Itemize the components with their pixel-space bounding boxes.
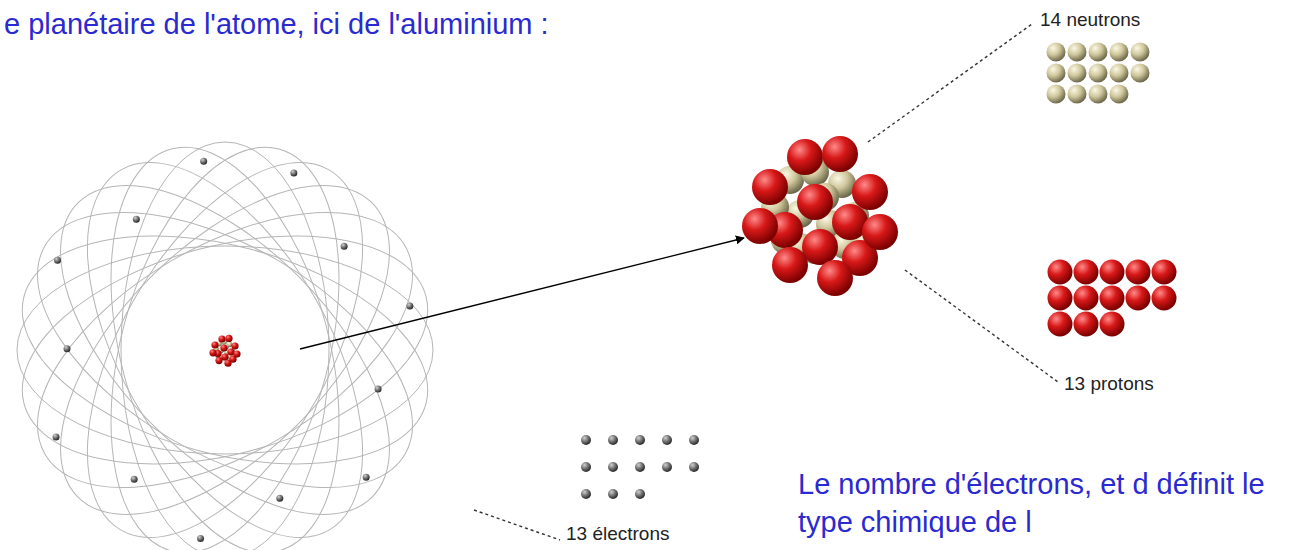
heading: e planétaire de l'atome, ici de l'alumin… (4, 8, 549, 41)
electron-dot (197, 535, 204, 542)
electron-dot (54, 257, 61, 264)
electron-dot (689, 462, 699, 472)
electron-dot (131, 476, 138, 483)
orbit-rosette (0, 118, 457, 550)
electron-dot (635, 462, 645, 472)
proton-sphere (802, 229, 838, 265)
neutron-sphere (1131, 43, 1150, 62)
neutron-sphere (1047, 43, 1066, 62)
proton-sphere (1126, 260, 1151, 285)
zoom-arrow (300, 238, 744, 349)
electron-dot (662, 462, 672, 472)
proton-sphere (220, 344, 227, 351)
proton-sphere (218, 335, 225, 342)
neutron-sphere (1068, 85, 1087, 104)
neutron-sphere (1110, 64, 1129, 83)
proton-sphere (752, 169, 788, 205)
neutron-sphere (1131, 64, 1150, 83)
proton-sphere (1074, 286, 1099, 311)
proton-sphere (772, 247, 808, 283)
proton-sphere (822, 136, 858, 172)
proton-sphere (1048, 260, 1073, 285)
electron-dot (581, 489, 591, 499)
big-nucleus (742, 136, 898, 296)
orbit-ellipse (0, 156, 457, 544)
proton-count: 13 protons (1064, 372, 1154, 397)
leader-lines (474, 24, 1058, 540)
proton-sphere (225, 335, 232, 342)
proton-sphere (1126, 286, 1151, 311)
neutron-sphere (1047, 64, 1066, 83)
proton-sphere (211, 341, 218, 348)
small-nucleus (209, 335, 240, 367)
explanation-text: Le nombre d'électrons, et d définit le t… (798, 466, 1298, 541)
neutron-count: 14 neutrons (1040, 8, 1140, 33)
proton-sphere (1100, 260, 1125, 285)
proton-sphere (1074, 260, 1099, 285)
electron-dot (375, 386, 382, 393)
proton-sphere (215, 357, 222, 364)
electron-dot (662, 435, 672, 445)
electron-dot (635, 489, 645, 499)
electron-dot (53, 433, 60, 440)
proton-sphere (1100, 312, 1125, 337)
proton-sphere (797, 184, 833, 220)
electron-dot (608, 489, 618, 499)
neutron-sphere (1068, 43, 1087, 62)
proton-sphere (233, 350, 240, 357)
proton-sphere (742, 208, 778, 244)
neutron-sphere (1110, 85, 1129, 104)
neutron-sphere (1089, 64, 1108, 83)
orbit-ellipse (17, 246, 433, 454)
orbit-ellipse (0, 156, 457, 544)
orbiting-electrons (53, 158, 414, 542)
proton-sphere (221, 353, 228, 360)
electron-dot (581, 435, 591, 445)
proton-sphere (1152, 260, 1177, 285)
neutron-sphere (1110, 43, 1129, 62)
proton-sphere (852, 174, 888, 210)
electron-dot (341, 243, 348, 250)
electron-grid (581, 435, 699, 499)
electron-dot (608, 435, 618, 445)
electron-dot (363, 474, 370, 481)
proton-sphere (1048, 312, 1073, 337)
electron-dot (276, 495, 283, 502)
proton-sphere (1100, 286, 1125, 311)
proton-sphere (1074, 312, 1099, 337)
electron-dot (689, 435, 699, 445)
orbit-ellipse (0, 196, 453, 505)
neutron-sphere (1089, 85, 1108, 104)
electron-dot (133, 216, 140, 223)
neutron-sphere (1068, 64, 1087, 83)
electron-dot (635, 435, 645, 445)
proton-sphere (1048, 286, 1073, 311)
neutron-sphere (1047, 85, 1066, 104)
proton-sphere (224, 360, 231, 367)
electron-dot (200, 158, 207, 165)
electron-dot (64, 345, 71, 352)
orbit-ellipse (0, 196, 453, 505)
electron-dot (406, 303, 413, 310)
proton-sphere (231, 342, 238, 349)
proton-sphere (862, 214, 898, 250)
proton-sphere (1152, 286, 1177, 311)
orbit-ellipse (4, 129, 445, 550)
electron-dot (581, 462, 591, 472)
proton-sphere (817, 260, 853, 296)
electron-dot (290, 169, 297, 176)
proton-grid (1048, 260, 1177, 337)
electron-count: 13 électrons (566, 522, 670, 547)
proton-sphere (209, 349, 216, 356)
electron-dot (608, 462, 618, 472)
neutron-sphere (1089, 43, 1108, 62)
orbit-ellipse (121, 142, 329, 550)
neutron-grid (1047, 43, 1150, 104)
proton-sphere (787, 139, 823, 175)
